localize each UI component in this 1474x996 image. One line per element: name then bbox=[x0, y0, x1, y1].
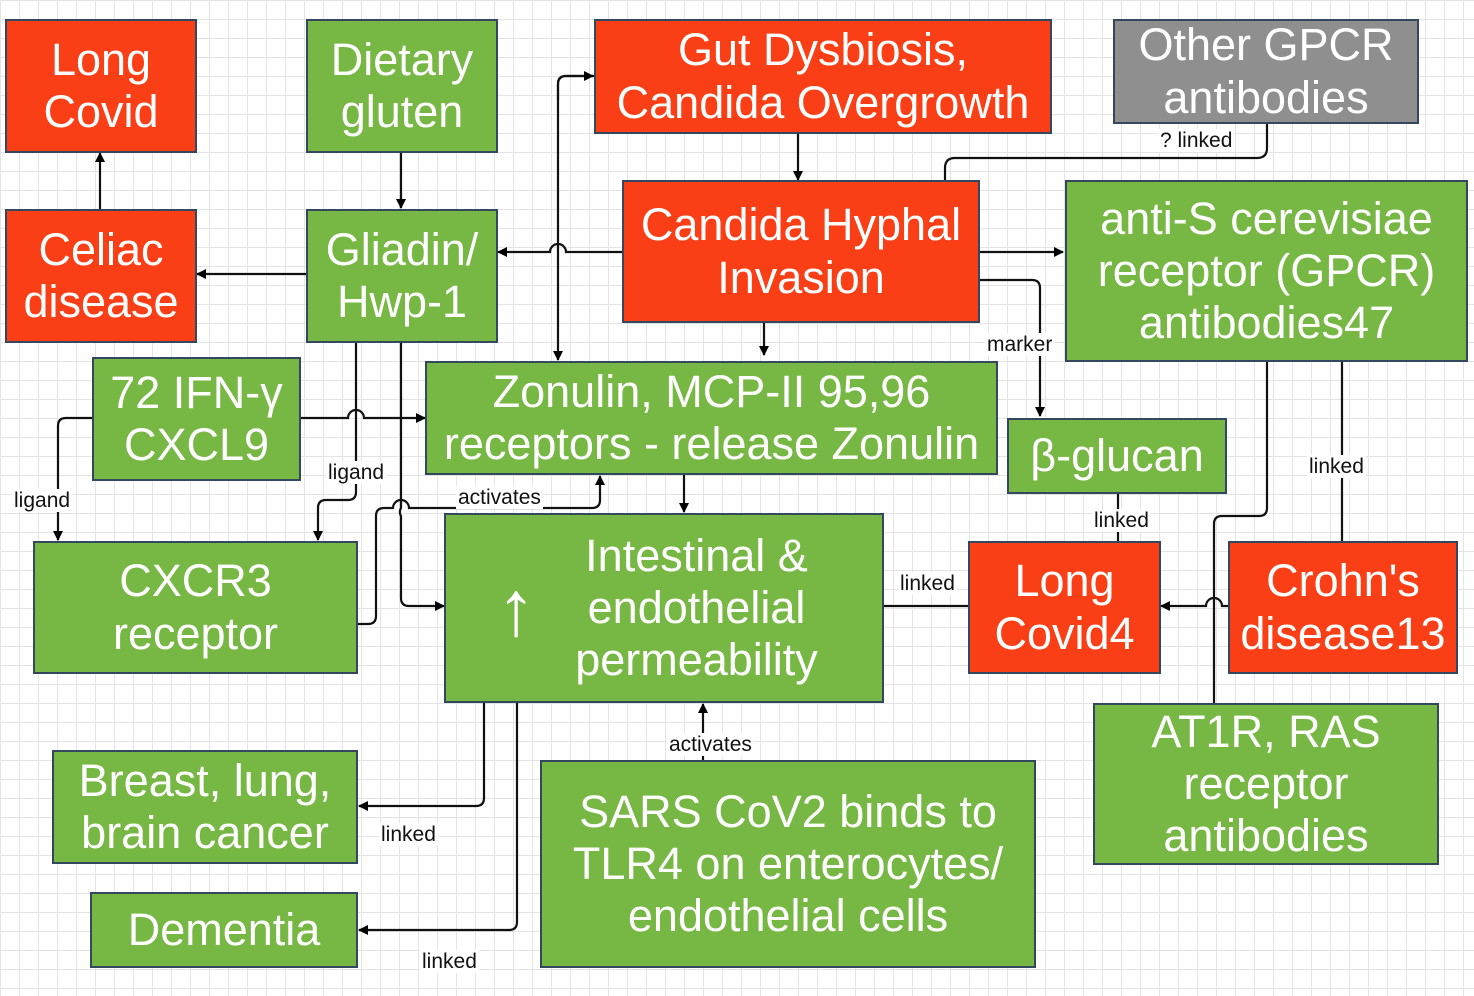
node-breast-cancer-label: Breast, lung, brain cancer bbox=[78, 754, 332, 858]
edge-label-linked-longcovid4: linked bbox=[898, 572, 957, 595]
edge-gpcr-candida bbox=[943, 124, 1269, 180]
node-breast-cancer: Breast, lung, brain cancer bbox=[52, 750, 358, 864]
node-long-covid-label: Long Covid bbox=[43, 33, 159, 137]
edge-label-linked-breast: linked bbox=[379, 823, 438, 846]
node-candida-hyphal: Candida Hyphal Invasion bbox=[622, 180, 980, 323]
node-gut-dysbiosis-label: Gut Dysbiosis, Candida Overgrowth bbox=[616, 24, 1030, 128]
node-dementia-label: Dementia bbox=[127, 903, 321, 955]
edge-perm-dementia bbox=[358, 703, 519, 935]
node-crohns: Crohn's disease13 bbox=[1228, 541, 1458, 674]
edge-cxcr3-zonulin bbox=[358, 475, 605, 626]
node-cxcr3-label: CXCR3 receptor bbox=[112, 555, 279, 659]
edge-crohns-longcovid4 bbox=[1160, 596, 1228, 611]
node-gliadin: Gliadin/ Hwp-1 bbox=[306, 209, 498, 343]
edge-label-marker: marker bbox=[985, 333, 1055, 356]
node-dietary-gluten: Dietary gluten bbox=[306, 19, 498, 153]
node-celiac: Celiac disease bbox=[5, 209, 197, 343]
up-arrow-icon: ↑ bbox=[496, 564, 536, 652]
node-dietary-gluten-label: Dietary gluten bbox=[330, 33, 474, 137]
edge-gliadin-permeability bbox=[398, 343, 445, 611]
edge-label-linked-bglucan: linked bbox=[1092, 509, 1151, 532]
edge-label-ligand-mid: ligand bbox=[326, 461, 387, 484]
node-dementia: Dementia bbox=[90, 892, 358, 968]
edge-label-q-linked: ? linked bbox=[1158, 129, 1235, 152]
node-long-covid: Long Covid bbox=[5, 19, 197, 153]
node-sars: SARS CoV2 binds to TLR4 on enterocytes/ … bbox=[540, 760, 1036, 968]
node-candida-hyphal-label: Candida Hyphal Invasion bbox=[640, 199, 962, 303]
node-long-covid4-label: Long Covid4 bbox=[994, 555, 1135, 659]
edge-perm-breast bbox=[358, 703, 486, 811]
node-permeability-label: Intestinal & endothelial permeability bbox=[575, 529, 818, 686]
node-anti-s-label: anti-S cerevisiae receptor (GPCR) antibo… bbox=[1097, 192, 1436, 349]
node-celiac-label: Celiac disease bbox=[23, 223, 179, 327]
node-anti-s: anti-S cerevisiae receptor (GPCR) antibo… bbox=[1065, 180, 1468, 362]
edge-label-activates-sars: activates bbox=[667, 733, 754, 756]
node-zonulin-label: Zonulin, MCP-II 95,96 receptors - releas… bbox=[443, 365, 980, 469]
edge-antis-at1r bbox=[1212, 362, 1269, 703]
node-cxcr3: CXCR3 receptor bbox=[33, 541, 358, 674]
node-gut-dysbiosis: Gut Dysbiosis, Candida Overgrowth bbox=[594, 19, 1052, 134]
node-zonulin: Zonulin, MCP-II 95,96 receptors - releas… bbox=[425, 361, 998, 475]
node-beta-glucan-label: β-glucan bbox=[1030, 429, 1204, 481]
edge-ifn-cxcr3 bbox=[53, 416, 92, 541]
edge-label-linked-dementia: linked bbox=[420, 950, 479, 973]
edge-ifn-zonulin bbox=[301, 408, 426, 423]
node-ifn: 72 IFN-γ CXCL9 bbox=[92, 357, 301, 481]
edge-label-linked-crohns: linked bbox=[1307, 455, 1366, 478]
edge-label-activates-top: activates bbox=[456, 486, 543, 509]
node-gliadin-label: Gliadin/ Hwp-1 bbox=[325, 223, 479, 327]
edge-candida-bglucan bbox=[980, 278, 1045, 417]
node-permeability: ↑ Intestinal & endothelial permeability bbox=[444, 513, 884, 703]
node-beta-glucan: β-glucan bbox=[1007, 418, 1227, 494]
node-at1r: AT1R, RAS receptor antibodies bbox=[1093, 703, 1439, 865]
node-crohns-label: Crohn's disease13 bbox=[1240, 555, 1446, 659]
edge-gliadin-cxcr3 bbox=[313, 343, 358, 541]
node-other-gpcr-label: Other GPCR antibodies bbox=[1138, 19, 1394, 123]
node-long-covid4: Long Covid4 bbox=[968, 541, 1161, 674]
node-at1r-label: AT1R, RAS receptor antibodies bbox=[1151, 705, 1381, 862]
node-ifn-label: 72 IFN-γ CXCL9 bbox=[110, 366, 283, 470]
node-other-gpcr: Other GPCR antibodies bbox=[1113, 19, 1419, 124]
node-sars-label: SARS CoV2 binds to TLR4 on enterocytes/ … bbox=[572, 785, 1004, 942]
edge-candida-gliadin bbox=[497, 242, 622, 257]
edge-label-ligand-left: ligand bbox=[12, 489, 73, 512]
edge-zonulin-dysbiosis bbox=[556, 71, 594, 100]
edge-dysbiosis-zonulin bbox=[553, 74, 594, 361]
